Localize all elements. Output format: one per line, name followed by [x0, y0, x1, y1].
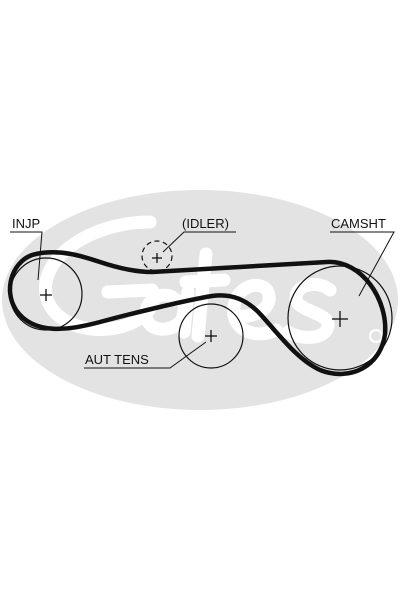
- aut-tens-label: AUT TENS: [85, 352, 149, 367]
- camshaft-pulley: [287, 265, 393, 371]
- idler-center-mark: [152, 253, 162, 263]
- idler-leader-line: [162, 231, 236, 253]
- auto-tensioner-center-mark: [205, 330, 217, 342]
- idler-label: (IDLER): [182, 216, 229, 231]
- injp-label: INJP: [12, 216, 40, 231]
- camsht-leader-line: [330, 231, 395, 297]
- camshaft-center-mark: [332, 311, 348, 327]
- injection-pump-center-mark: [40, 289, 52, 301]
- aut-tens-leader-line: [84, 341, 207, 369]
- idler-pulley: [141, 240, 173, 272]
- injp-leader-line: [10, 231, 43, 281]
- timing-belt: [7, 250, 388, 377]
- camsht-label: CAMSHT: [331, 216, 386, 231]
- auto-tensioner-pulley: [178, 303, 244, 369]
